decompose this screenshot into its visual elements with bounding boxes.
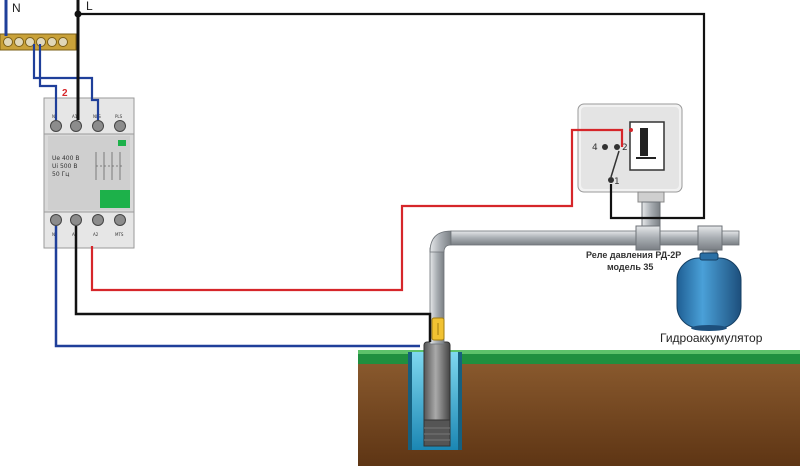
neutral-to-relay-wire xyxy=(38,44,58,120)
terminal-number-label: 2 xyxy=(62,88,68,99)
accumulator-label: Гидроаккумулятор xyxy=(660,331,763,345)
bottom-terminal-2: A2 xyxy=(93,232,99,237)
bottom-terminal-3: MTS xyxy=(115,232,124,237)
well-casing-left xyxy=(408,352,412,450)
terminal-bus xyxy=(0,33,77,51)
rating-line-1: Ui 500 B xyxy=(52,163,77,170)
switch-contact-1 xyxy=(608,177,614,183)
pressure-switch-label-line2: модель 35 xyxy=(607,262,653,272)
signal-wire xyxy=(90,128,624,292)
line-to-switch-wire xyxy=(78,12,706,220)
top-terminal-1: A1 xyxy=(72,114,78,119)
contact-label-4: 4 xyxy=(592,143,598,153)
relay-green-panel xyxy=(100,190,130,208)
rating-line-2: 50 Гц xyxy=(52,171,69,178)
pump-motor-section xyxy=(423,419,451,447)
contact-label-2: 2 xyxy=(622,143,628,153)
neutral-to-relay-wire-2 xyxy=(32,44,100,120)
neutral-label: N xyxy=(12,1,21,15)
pressure-switch-label-line1: Реле давления РД-2Р xyxy=(586,250,681,260)
line-label: L xyxy=(86,0,93,13)
pipe-elbow xyxy=(429,230,452,253)
well-casing-right xyxy=(458,352,462,450)
top-terminal-3: PLS xyxy=(115,114,123,119)
accumulator-tank xyxy=(676,252,742,331)
pressure-switch xyxy=(577,103,683,227)
switch-contact-2 xyxy=(614,144,620,150)
grass-highlight xyxy=(358,350,800,354)
horizontal-pipe xyxy=(450,230,740,246)
switch-contact-4 xyxy=(602,144,608,150)
status-indicator xyxy=(118,140,126,146)
bottom-terminal-0: N xyxy=(52,232,55,237)
top-terminal-0: N xyxy=(52,114,55,119)
pipe-tee-switch xyxy=(635,225,661,251)
rating-line-0: Ue 400 B xyxy=(52,155,79,162)
contact-label-1: 1 xyxy=(614,177,620,187)
neutral-to-pump-wire xyxy=(54,226,420,348)
protection-relay xyxy=(43,97,135,249)
pipe-tee-accumulator xyxy=(697,225,723,251)
line-to-pump-wire xyxy=(74,226,432,342)
